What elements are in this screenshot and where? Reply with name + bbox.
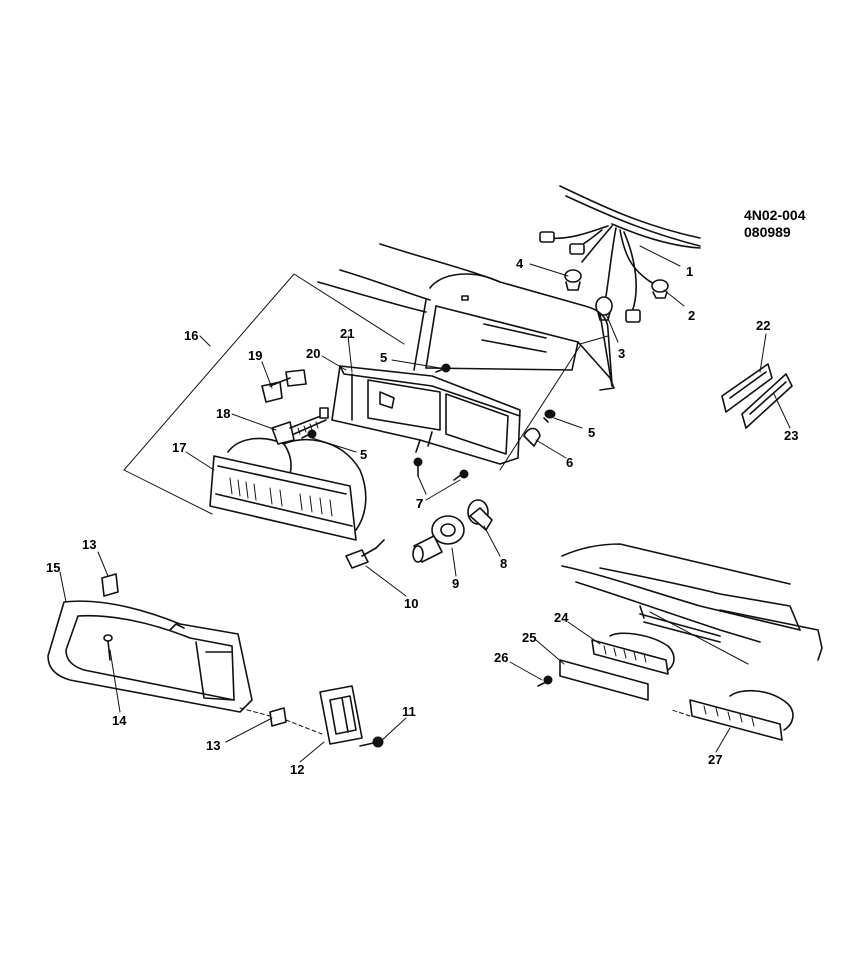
harness-connector-3 [625,309,641,323]
socket-4 [564,269,582,291]
bulb-3 [595,296,613,321]
clip-13-bottom [269,707,287,727]
callout-4: 4 [516,256,524,271]
park-lamp-24 [591,632,675,675]
callout-21: 21 [340,326,354,341]
callout-20: 20 [306,346,320,361]
drawing-code-line1: 4N02-004 [744,207,806,223]
socket-10 [345,539,385,569]
grille-bezel-15 [47,600,253,713]
adjuster-19 [261,369,307,403]
callout-27: 27 [708,752,722,767]
lens-25 [559,659,649,701]
headlamp-assembly [209,437,367,541]
park-lamp-27 [689,689,794,741]
callout-18: 18 [216,406,230,421]
callout-26: 26 [494,650,508,665]
callout-13-bottom: 13 [206,738,220,753]
adjuster-18 [271,407,329,445]
front-body-panel [317,243,615,391]
callout-14: 14 [112,713,127,728]
callout-17: 17 [172,440,186,455]
bulb-socket-8 [467,499,493,531]
callout-25: 25 [522,630,536,645]
wiring-harness [539,185,701,323]
clip-6 [523,427,541,447]
bulb-9 [412,515,465,563]
callout-10: 10 [404,596,418,611]
callout-2: 2 [688,308,695,323]
callout-16: 16 [184,328,198,343]
socket-2 [651,279,669,299]
screw-26 [537,675,553,687]
bumper-fascia [561,543,823,661]
callout-3: 3 [618,346,625,361]
screw-5-right [543,409,556,423]
callout-6: 6 [566,455,573,470]
callout-8: 8 [500,556,507,571]
harness-connector-1 [539,231,555,243]
callout-23: 23 [784,428,798,443]
assembly-lines [123,273,749,735]
clip-13-top [101,573,119,597]
callout-7-top: 7 [416,496,423,511]
marker-lamp-12 [319,685,363,745]
screw-7-top [413,457,423,477]
callout-9: 9 [452,576,459,591]
screw-5-lower [301,429,317,439]
headlamp-housing [331,365,521,465]
side-marker-22 [721,363,773,413]
callout-labels: 1 2 3 4 5 5 5 6 7 7 8 9 10 11 12 13 13 1… [46,256,798,777]
callout-11: 11 [402,704,416,719]
screw-7-side [453,469,469,481]
callout-5-right: 5 [588,425,595,440]
side-marker-23 [741,373,793,429]
callout-22: 22 [756,318,770,333]
harness-connector-2 [569,243,585,255]
callout-5-lower: 5 [360,447,367,462]
screw-5-upper [435,363,451,373]
callout-5-upper: 5 [380,350,387,365]
callout-12: 12 [290,762,304,777]
callout-7-side: 7 [416,496,423,511]
callout-19: 19 [248,348,262,363]
leader-lines [59,245,791,763]
stud-14 [103,634,113,661]
drawing-code-line2: 080989 [744,224,791,240]
callout-15: 15 [46,560,60,575]
callout-24: 24 [554,610,569,625]
callout-13-top: 13 [82,537,96,552]
screw-11 [359,736,384,748]
callout-1: 1 [686,264,693,279]
